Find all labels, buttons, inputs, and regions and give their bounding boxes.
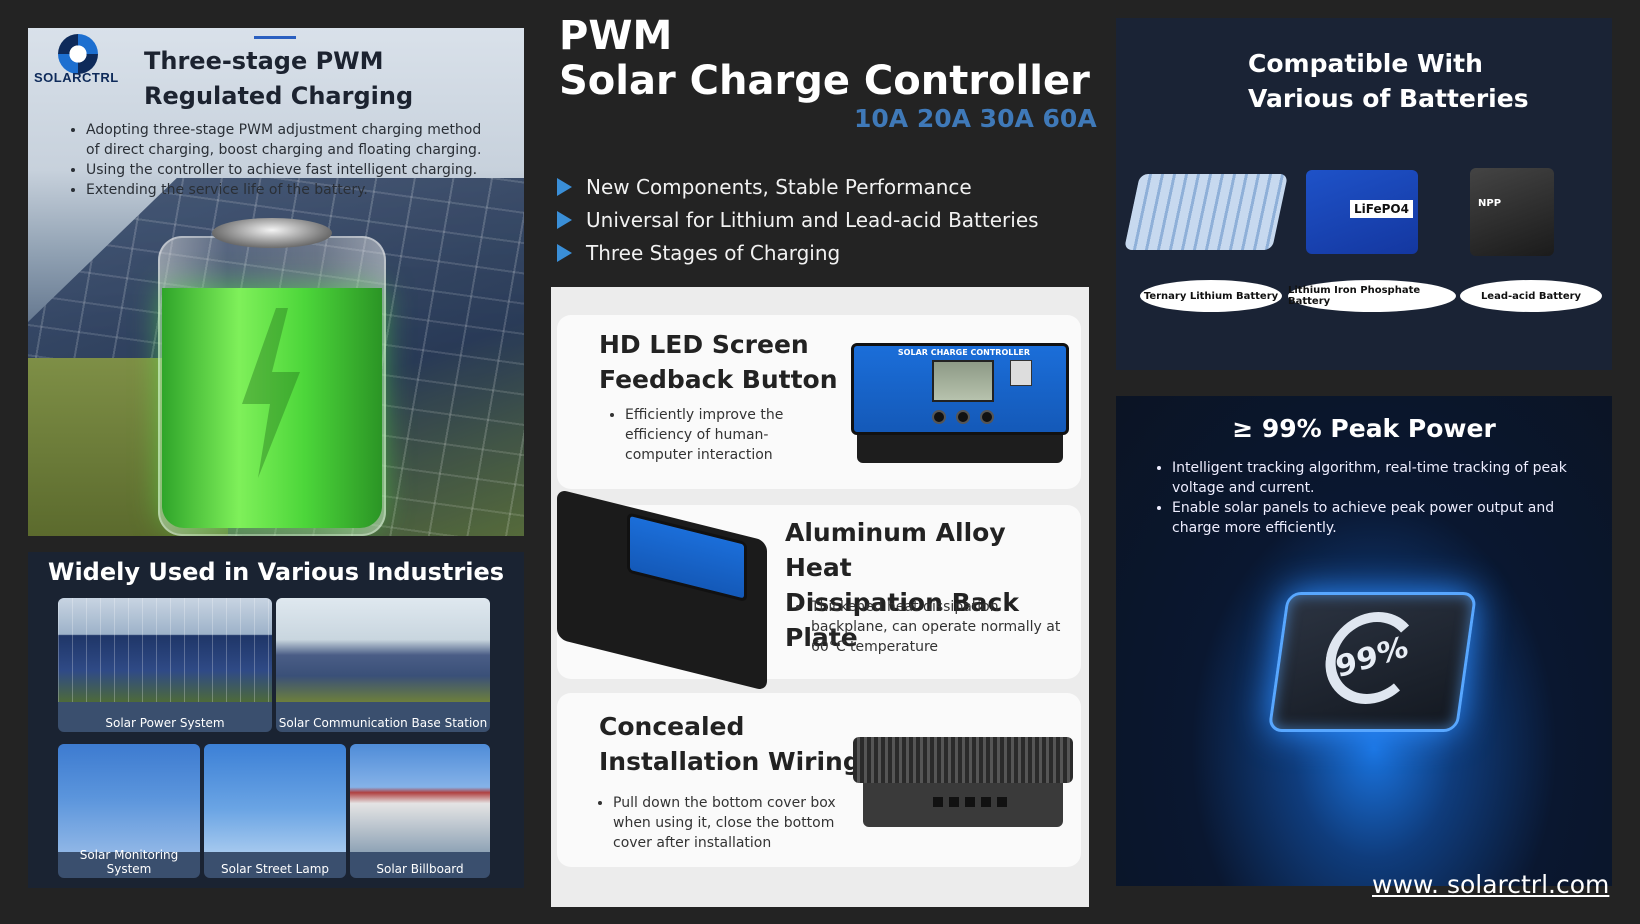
battery-type-label: Lithium Iron Phosphate Battery [1288,280,1456,312]
battery-type-label: Ternary Lithium Battery [1140,280,1282,312]
card-title: Concealed Installation Wiring [599,709,861,779]
billboard-image [350,744,490,852]
feature-item: New Components, Stable Performance [557,170,1039,203]
button-icon [932,410,946,424]
card-title-line1: Concealed [599,712,745,741]
npp-label: NPP [1478,198,1502,209]
feature-text: Three Stages of Charging [586,240,841,265]
main-title-line1: PWM [559,13,673,59]
button-icon [956,410,970,424]
processor-chip-icon: 99% [1222,572,1506,772]
peak-power-panel: ≥ 99% Peak Power Intelligent tracking al… [1116,396,1612,886]
feature-item: Universal for Lithium and Lead-acid Batt… [557,203,1039,236]
lifepo4-label: LiFePO4 [1350,200,1413,218]
peak-power-bullets: Intelligent tracking algorithm, real-tim… [1152,458,1592,538]
peak-power-title: ≥ 99% Peak Power [1232,414,1496,443]
industry-label: Solar Communication Base Station [278,716,488,730]
batteries-title-line1: Compatible With [1248,49,1483,78]
card-title: Aluminum Alloy Heat Dissipation Back Pla… [785,515,1081,655]
blue-faceplate [627,512,747,603]
batteries-title-line2: Various of Batteries [1248,84,1529,113]
lightning-bolt-icon [242,308,300,478]
charging-bullets: Adopting three-stage PWM adjustment char… [64,120,494,200]
industries-panel: Widely Used in Various Industries Solar … [28,552,524,888]
solar-power-image [58,598,272,702]
controller-angled-image [557,488,767,692]
feature-item: Three Stages of Charging [557,236,1039,269]
monitoring-image [58,744,200,852]
batteries-title: Compatible With Various of Batteries [1248,46,1529,116]
usb-port-icon [1010,360,1032,386]
industry-card-street-lamp: Solar Street Lamp [204,744,346,878]
card-bullets: Pull down the bottom cover box when usin… [593,793,843,853]
industry-label: Solar Monitoring System [79,848,179,876]
industry-card-monitoring: Solar Monitoring System [58,744,200,878]
card-title-line1: HD LED Screen [599,330,809,359]
industry-label: Solar Street Lamp [220,862,330,876]
charging-bullet: Extending the service life of the batter… [86,180,494,200]
charging-title-line1: Three-stage PWM [144,47,384,75]
website-link[interactable]: www. solarctrl.com [1372,870,1610,899]
feature-card-heat-dissipation: Aluminum Alloy Heat Dissipation Back Pla… [557,488,1081,692]
charging-panel: SOLARCTRL Three-stage PWM Regulated Char… [28,28,524,536]
play-arrow-icon [557,243,572,262]
logo-text: SOLARCTRL [34,70,119,85]
peak-power-bullet: Intelligent tracking algorithm, real-tim… [1172,458,1592,498]
main-title-line2: Solar Charge Controller [559,58,1090,104]
charging-title: Three-stage PWM Regulated Charging [144,44,413,114]
card-title-line1: Aluminum Alloy Heat [785,518,1006,582]
feature-card-led-screen: HD LED Screen Feedback Button Efficientl… [557,315,1081,489]
peak-power-bullet: Enable solar panels to achieve peak powe… [1172,498,1592,538]
card-bullets: Efficiently improve the efficiency of hu… [605,405,815,465]
bottom-cover-image [863,783,1063,827]
terminal-holes [933,797,1013,807]
card-title-line2: Feedback Button [599,365,838,394]
lead-acid-battery-image: NPP [1470,168,1554,256]
charging-title-line2: Regulated Charging [144,82,414,110]
card-title-line2: Installation Wiring [599,747,861,776]
features-detail-panel: HD LED Screen Feedback Button Efficientl… [551,287,1089,907]
feature-card-wiring: Concealed Installation Wiring Pull down … [557,693,1081,867]
lifepo4-battery-image: LiFePO4 [1306,170,1418,254]
ternary-lithium-battery-image [1123,174,1289,250]
feature-text: Universal for Lithium and Lead-acid Batt… [586,207,1039,232]
controller-device-image: SOLAR CHARGE CONTROLLER [851,343,1069,435]
solarctrl-logo-icon [58,34,98,74]
play-arrow-icon [557,210,572,229]
battery-type-label: Lead-acid Battery [1460,280,1602,312]
card-bullet: Thickened heat dissipation backplane, ca… [811,597,1061,657]
charging-bullet: Using the controller to achieve fast int… [86,160,494,180]
industry-card-solar-power: Solar Power System [58,598,272,732]
heatsink-image [853,737,1073,783]
industry-card-billboard: Solar Billboard [350,744,490,878]
card-title: HD LED Screen Feedback Button [599,327,838,397]
button-icon [980,410,994,424]
batteries-panel: Compatible With Various of Batteries LiF… [1116,18,1612,370]
play-arrow-icon [557,177,572,196]
card-title-line2: Dissipation Back Plate [785,588,1019,652]
battery-cap [212,218,332,248]
green-battery-icon [158,218,386,536]
industry-card-base-station: Solar Communication Base Station [276,598,490,732]
card-bullets: Thickened heat dissipation backplane, ca… [791,597,1061,657]
tab-indicator [254,36,296,39]
industries-title: Widely Used in Various Industries [47,558,505,586]
street-lamp-image [204,744,346,852]
battery-charge-level [162,288,382,528]
feature-text: New Components, Stable Performance [586,174,972,199]
industry-label: Solar Billboard [376,862,464,876]
feature-list: New Components, Stable Performance Unive… [557,170,1039,269]
main-title: PWM Solar Charge Controller [559,14,1090,104]
charging-bullet: Adopting three-stage PWM adjustment char… [86,120,494,160]
card-bullet: Pull down the bottom cover box when usin… [613,793,843,853]
card-bullet: Efficiently improve the efficiency of hu… [625,405,815,465]
terminal-block [857,435,1063,463]
device-label: SOLAR CHARGE CONTROLLER [897,348,1031,357]
lcd-screen [932,360,994,402]
model-list: 10A 20A 30A 60A [854,104,1097,133]
base-station-image [276,598,490,702]
industry-label: Solar Power System [105,716,225,730]
